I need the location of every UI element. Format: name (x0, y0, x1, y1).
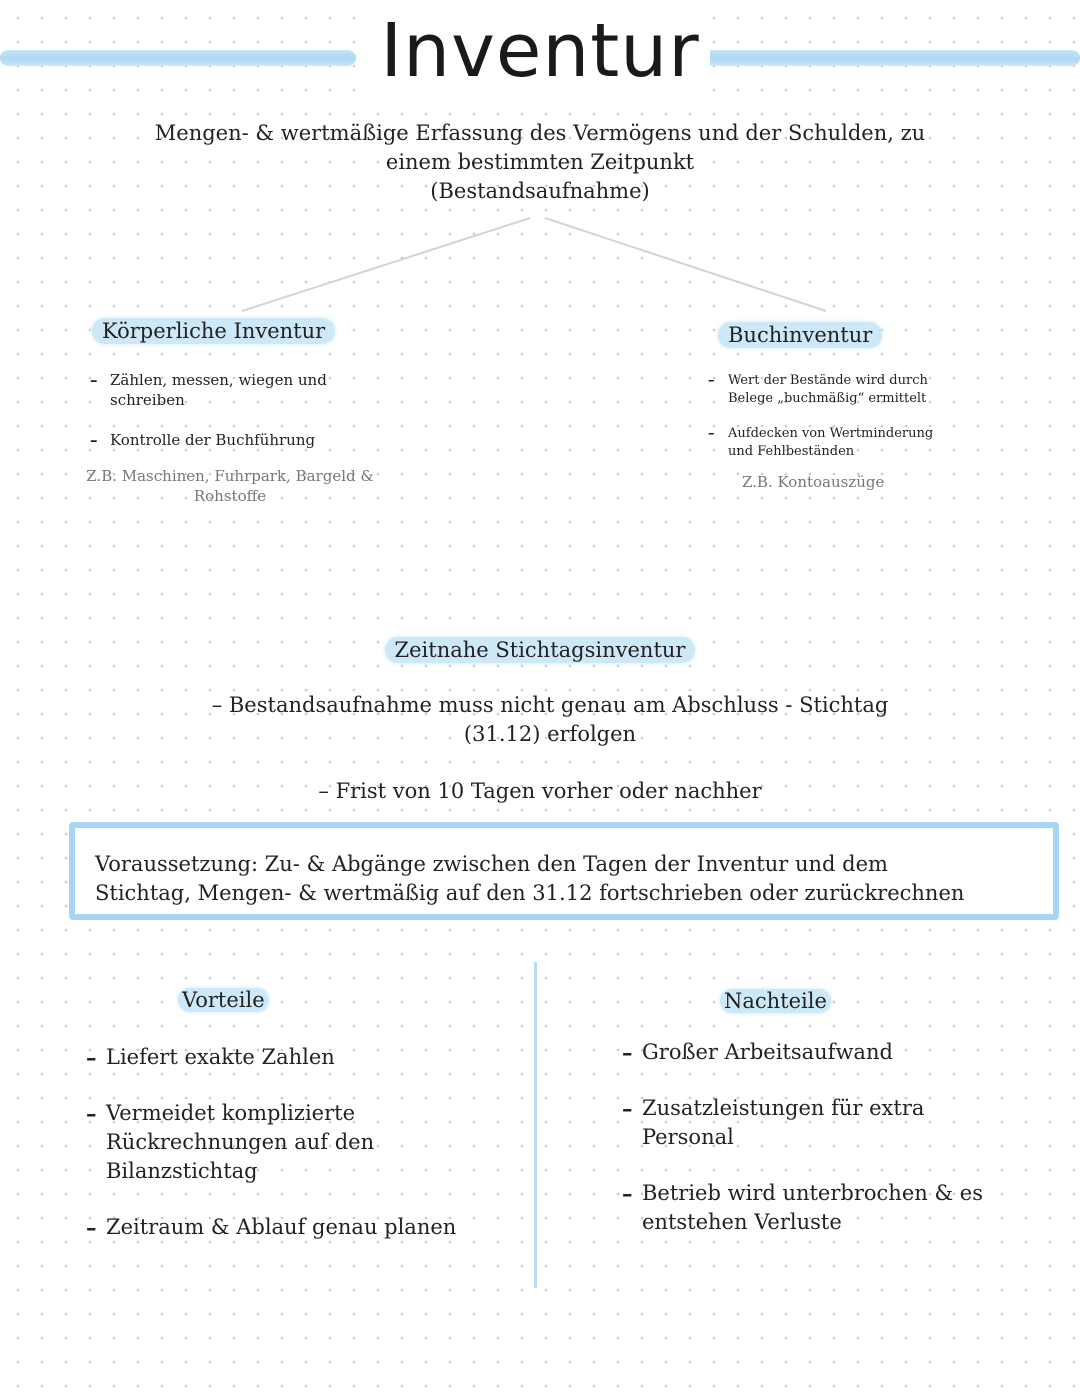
intro-line-3: (Bestandsaufnahme) (430, 179, 650, 203)
branch-line-left (241, 217, 531, 312)
page-title-wrap: Inventur (0, 8, 1080, 94)
page-title: Inventur (370, 8, 710, 94)
koerperliche-inventur-heading: Körperliche Inventur (92, 318, 336, 344)
buchinventur-list: Wert der Bestände wird durch Belege „buc… (708, 372, 1008, 461)
nachteile-heading: Nachteile (720, 989, 831, 1013)
list-item: Vermeidet komplizierte Rückrechnungen au… (86, 1099, 526, 1186)
buchinventur-example: Z.B. Kontoauszüge (742, 473, 885, 491)
list-item: Zeitraum & Ablauf genau planen (86, 1213, 526, 1242)
voraussetzung-text: Voraussetzung: Zu- & Abgänge zwischen de… (95, 852, 965, 905)
column-divider (534, 962, 537, 1288)
title-underline-right (672, 50, 1080, 66)
buchinventur-section: Buchinventur (718, 322, 918, 348)
nachteile-heading-wrap: Nachteile (720, 989, 831, 1013)
list-item: Kontrolle der Buchführung (90, 430, 410, 450)
branch-lines (241, 217, 827, 312)
list-item: Betrieb wird unterbrochen & es entstehen… (622, 1179, 1062, 1237)
list-item: Großer Arbeitsaufwand (622, 1038, 1062, 1067)
list-item: Liefert exakte Zahlen (86, 1043, 526, 1072)
voraussetzung-box: Voraussetzung: Zu- & Abgänge zwischen de… (69, 822, 1059, 920)
stichtag-heading: Zeitnahe Stichtagsinventur (384, 637, 696, 663)
list-item: Zusatzleistungen für extra Personal (622, 1094, 1062, 1152)
buchinventur-heading: Buchinventur (718, 322, 883, 348)
vorteile-heading: Vorteile (178, 988, 269, 1012)
koerperliche-inventur-example: Z.B. Maschinen, Fuhrpark, Bargeld & Rohs… (86, 467, 374, 505)
vorteile-list: Liefert exakte Zahlen Vermeidet komplizi… (86, 1043, 526, 1269)
list-item: Zählen, messen, wiegen und schreiben (90, 370, 410, 410)
branch-line-right (544, 217, 827, 312)
stichtag-point-2: – Frist von 10 Tagen vorher oder nachher (318, 779, 762, 803)
stichtag-heading-wrap: Zeitnahe Stichtagsinventur (0, 637, 1080, 663)
nachteile-list: Großer Arbeitsaufwand Zusatzleistungen f… (622, 1038, 1062, 1264)
list-item: Wert der Bestände wird durch Belege „buc… (708, 372, 1008, 408)
intro-line-2: einem bestimmten Zeitpunkt (385, 150, 695, 174)
list-item: Aufdecken von Wertminderung und Fehlbest… (708, 425, 1008, 461)
intro-line-1: Mengen- & wertmäßige Erfassung des Vermö… (154, 121, 926, 145)
koerperliche-inventur-section: Körperliche Inventur (92, 318, 412, 344)
title-underline-left (0, 50, 356, 66)
intro-definition: Mengen- & wertmäßige Erfassung des Vermö… (0, 119, 1080, 206)
koerperliche-inventur-list: Zählen, messen, wiegen und schreiben Kon… (90, 370, 410, 450)
stichtag-point-1: – Bestandsaufnahme muss nicht genau am A… (211, 693, 889, 746)
vorteile-heading-wrap: Vorteile (178, 988, 269, 1012)
